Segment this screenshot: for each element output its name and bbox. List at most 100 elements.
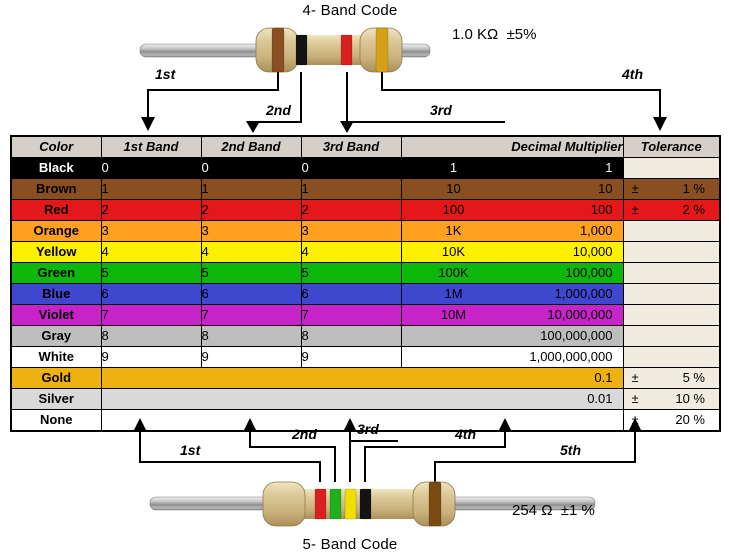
band-4th-black [359,488,372,520]
tolerance-sign: ± [631,370,639,385]
multiplier-full: 1,000,000 [554,286,613,301]
table-row-none: None ±20 % [10,409,721,432]
color-name-cell: Black [10,157,102,179]
arrow-label-2nd-bottom: 2nd [292,426,317,442]
table-row-white: White 9 9 9 1,000,000,000 [10,346,721,368]
band2-cell: 4 [200,241,302,263]
multiplier-short: 1K [445,223,462,238]
tolerance-cell: ±2 % [622,199,721,221]
tolerance-cell [622,325,721,347]
five-band-resistor-diagram [133,418,642,527]
color-name-cell: Gray [10,325,102,347]
pointer-line-1st [147,72,279,118]
multiplier-full: 0.1 [594,370,613,385]
header-tolerance: Tolerance [622,135,721,158]
band2-cell: 7 [200,304,302,326]
pointer-line-5th [434,431,636,482]
four-band-value: 1.0 KΩ ±5% [452,26,537,43]
color-name-cell: None [10,409,102,432]
multiplier-full: 100 [590,202,613,217]
table-row-gold: Gold 0.1 ±5 % [10,367,721,389]
header-1st-band: 1st Band [100,135,202,158]
header-color: Color [10,135,102,158]
tolerance-value: 5 % [682,370,705,385]
tolerance-value: 10 % [675,391,705,406]
arrowhead-down-2nd-icon [246,121,260,133]
band1-cell: 0 [100,157,202,179]
tolerance-cell: ±1 % [622,178,721,200]
band2-cell: 2 [200,199,302,221]
tolerance-value: 2 % [682,202,705,217]
tolerance-cell: ±5 % [622,367,721,389]
band3-cell: 1 [300,178,402,200]
multiplier-full: 1,000 [579,223,613,238]
arrowheads [141,117,667,133]
multiplier-full: 10,000 [572,244,613,259]
tolerance-value: 1 % [682,181,705,196]
arrow-label-3rd-bottom: 3rd [357,421,379,437]
multiplier-full: 10 [598,181,613,196]
band1-cell: 4 [100,241,202,263]
color-name-cell: Yellow [10,241,102,263]
tolerance-value: 20 % [675,412,705,427]
band2-cell: 0 [200,157,302,179]
arrowhead-up-5th-icon [628,418,642,432]
five-band-value: 254 Ω ±1 % [512,502,595,519]
arrowhead-down-3rd-icon [340,121,354,133]
arrow-label-4th-top: 4th [622,66,643,82]
pointer-lines [139,431,636,482]
band3-cell: 8 [300,325,402,347]
pointer-line-3rd [346,72,505,123]
multiplier-cell: 100 100 [400,199,624,221]
band3-cell: 2 [300,199,402,221]
band3-cell: 7 [300,304,402,326]
multiplier-cell: 1K 1,000 [400,220,624,242]
color-name-cell: Green [10,262,102,284]
multiplier-cell-merged: 0.1 [100,367,624,389]
multiplier-full: 100,000 [565,265,613,280]
multiplier-short: 100 [442,202,465,217]
tolerance-cell [622,283,721,305]
tolerance-cell [622,304,721,326]
arrow-label-3rd-top: 3rd [430,102,452,118]
multiplier-short: 100K [438,265,469,280]
band2-cell: 5 [200,262,302,284]
band-2nd-green [329,488,342,520]
tolerance-cell: ±20 % [622,409,721,432]
pointer-line-3rd [349,431,398,482]
tolerance-cell [622,262,721,284]
four-band-resistor-diagram [139,27,667,133]
multiplier-cell: 1,000,000,000 [400,346,624,368]
multiplier-short: 10 [446,181,461,196]
pointer-line-4th [381,72,661,118]
header-2nd-band: 2nd Band [200,135,302,158]
band2-cell: 9 [200,346,302,368]
arrow-label-2nd-top: 2nd [266,102,291,118]
band2-cell: 8 [200,325,302,347]
band3-cell: 9 [300,346,402,368]
band1-cell: 8 [100,325,202,347]
band-4th-gold [375,27,389,73]
color-name-cell: Brown [10,178,102,200]
band3-cell: 0 [300,157,402,179]
arrow-label-1st-top: 1st [155,66,176,82]
five-band-title: 5- Band Code [302,536,398,553]
four-band-title: 4- Band Code [302,2,398,19]
tolerance-cell [622,241,721,263]
band1-cell: 7 [100,304,202,326]
band-3rd-yellow [344,488,357,520]
band-1st-brown [271,27,285,73]
multiplier-short: 10M [440,307,467,322]
arrowhead-down-4th-icon [653,117,667,131]
band-5th-brown [428,481,442,527]
band-2nd-black [295,34,308,66]
